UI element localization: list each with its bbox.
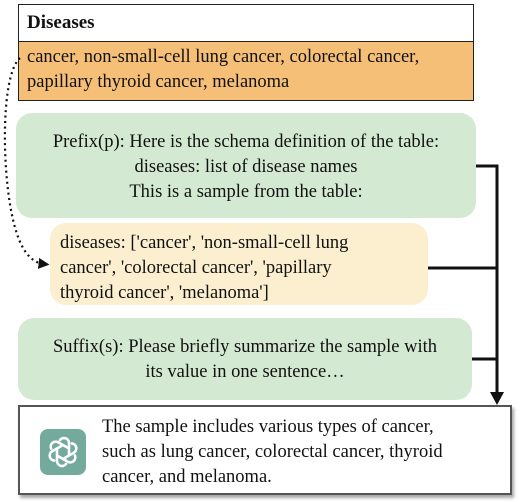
table-row-line-2: papillary thyroid cancer, melanoma xyxy=(27,72,290,92)
sample-line-3: thyroid cancer', 'melanoma'] xyxy=(60,283,269,303)
output-text: The sample includes various types of can… xyxy=(102,415,502,490)
suffix-line-1: Suffix(s): Please briefly summarize the … xyxy=(53,337,437,357)
sample-line-2: cancer', 'colorectal cancer', 'papillary xyxy=(60,258,332,278)
sample-box: diseases: ['cancer', 'non-small-cell lun… xyxy=(50,223,428,305)
output-line-3: cancer, and melanoma. xyxy=(102,467,272,487)
output-box: The sample includes various types of can… xyxy=(18,405,512,495)
assistant-logo-glyph xyxy=(48,436,78,468)
sample-line-1: diseases: ['cancer', 'non-small-cell lun… xyxy=(60,233,349,253)
prefix-line-3: This is a sample from the table: xyxy=(129,182,363,202)
diseases-table-row: cancer, non-small-cell lung cancer, colo… xyxy=(18,41,474,101)
prefix-line-1: Prefix(p): Here is the schema definition… xyxy=(52,132,440,152)
output-line-2: such as lung cancer, colorectal cancer, … xyxy=(102,442,443,462)
diseases-table-header: Diseases xyxy=(18,4,474,42)
output-line-1: The sample includes various types of can… xyxy=(102,417,434,437)
bus-arrowhead xyxy=(490,392,504,405)
table-row-line-1: cancer, non-small-cell lung cancer, colo… xyxy=(27,47,420,67)
assistant-logo-icon xyxy=(40,429,86,475)
prefix-box: Prefix(p): Here is the schema definition… xyxy=(16,113,476,218)
prefix-line-2: diseases: list of disease names xyxy=(134,157,358,177)
table-header-label: Diseases xyxy=(27,12,95,33)
suffix-line-2: its value in one sentence… xyxy=(145,362,345,382)
suffix-box: Suffix(s): Please briefly summarize the … xyxy=(18,318,472,400)
